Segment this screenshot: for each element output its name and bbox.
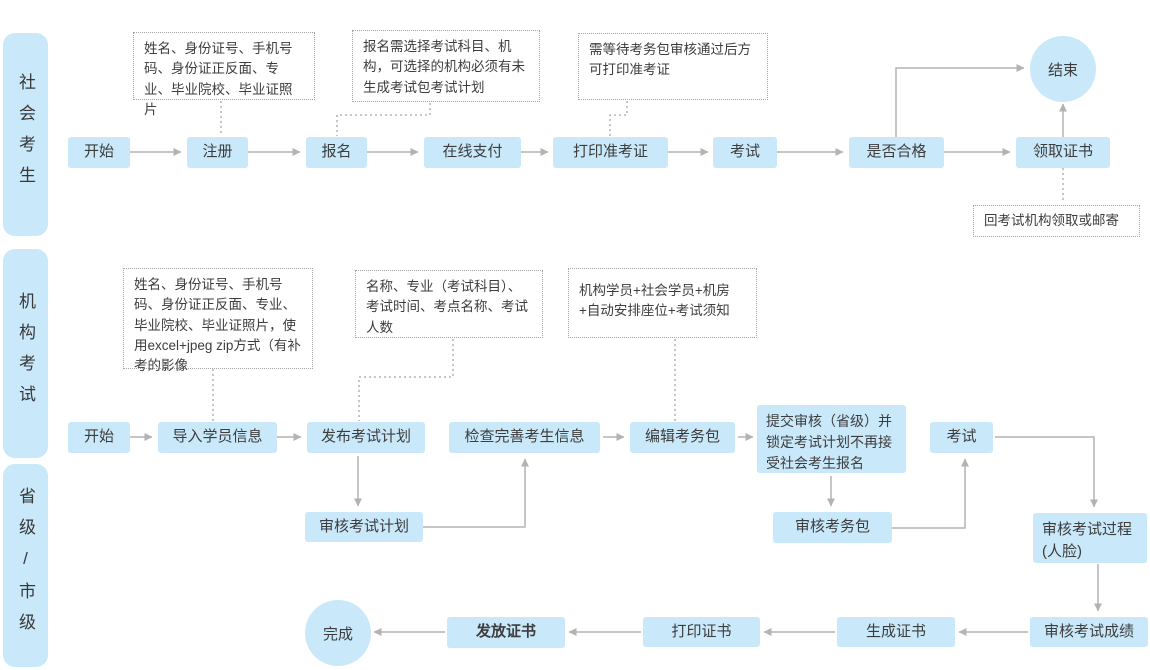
node-inst-publish-plan: 发布考试计划 — [307, 422, 425, 453]
dashed-note-signup — [336, 103, 431, 136]
node-prov-finish: 完成 — [305, 600, 371, 666]
node-prov-review-plan: 审核考试计划 — [305, 512, 423, 542]
lane-social: 社会考生 — [3, 33, 48, 236]
node-inst-exam: 考试 — [930, 422, 993, 453]
dashed-note-plan — [358, 339, 454, 421]
arrow-exam2-to-reviewprocess — [995, 436, 1098, 508]
lane-province: 省级/市级 — [3, 464, 48, 667]
note-package-info: 机构学员+社会学员+机房+自动安排座位+考试须知 — [568, 268, 757, 338]
node-social-pass-check: 是否合格 — [849, 137, 944, 168]
node-inst-submit-review: 提交审核（省级）并锁定考试计划不再接受社会考生报名 — [757, 405, 906, 473]
note-cert-info: 回考试机构领取或邮寄 — [973, 205, 1140, 237]
node-inst-check-info: 检查完善考生信息 — [449, 422, 600, 453]
node-prov-generate-cert: 生成证书 — [837, 617, 955, 647]
node-prov-review-scores: 审核考试成绩 — [1030, 617, 1148, 647]
node-social-exam: 考试 — [713, 137, 777, 168]
node-prov-issue-cert: 发放证书 — [447, 617, 565, 648]
node-social-start: 开始 — [68, 137, 130, 168]
lane-social-label: 社会考生 — [16, 72, 35, 197]
node-social-end: 结束 — [1030, 36, 1096, 102]
lane-province-label: 省级/市级 — [16, 487, 35, 644]
note-signup-info: 报名需选择考试科目、机构，可选择的机构必须有未生成考试包考试计划 — [352, 30, 540, 102]
node-social-receive-cert: 领取证书 — [1016, 137, 1110, 168]
lane-institution-label: 机构考试 — [16, 291, 35, 416]
node-social-pay: 在线支付 — [424, 137, 521, 168]
arrow-reviewpackage-to-exam2 — [892, 458, 969, 529]
node-prov-print-cert: 打印证书 — [643, 617, 760, 647]
node-inst-import-students: 导入学员信息 — [158, 422, 277, 453]
node-inst-start: 开始 — [68, 422, 130, 453]
note-register-info: 姓名、身份证号、手机号码、身份证正反面、专业、毕业院校、毕业证照片 — [133, 32, 315, 117]
node-social-print-admission: 打印准考证 — [553, 137, 668, 168]
note-import-info: 姓名、身份证号、手机号码、身份证正反面、专业、毕业院校、毕业证照片，使用exce… — [123, 268, 313, 373]
lane-institution: 机构考试 — [3, 249, 48, 458]
note-plan-info: 名称、专业（考试科目）、考试时间、考点名称、考试人数 — [355, 270, 543, 338]
node-prov-review-package: 审核考务包 — [773, 512, 892, 543]
node-prov-review-process: 审核考试过程(人脸) — [1033, 513, 1147, 563]
node-social-signup: 报名 — [306, 137, 367, 168]
note-admission-info: 需等待考务包审核通过后方可打印准考证 — [578, 33, 768, 100]
node-social-register: 注册 — [187, 137, 248, 168]
node-inst-edit-package: 编辑考务包 — [630, 422, 735, 453]
arrow-reviewplan-to-check — [423, 458, 529, 528]
arrow-pass-to-end — [895, 64, 1025, 137]
dashed-note-admission — [609, 101, 628, 136]
